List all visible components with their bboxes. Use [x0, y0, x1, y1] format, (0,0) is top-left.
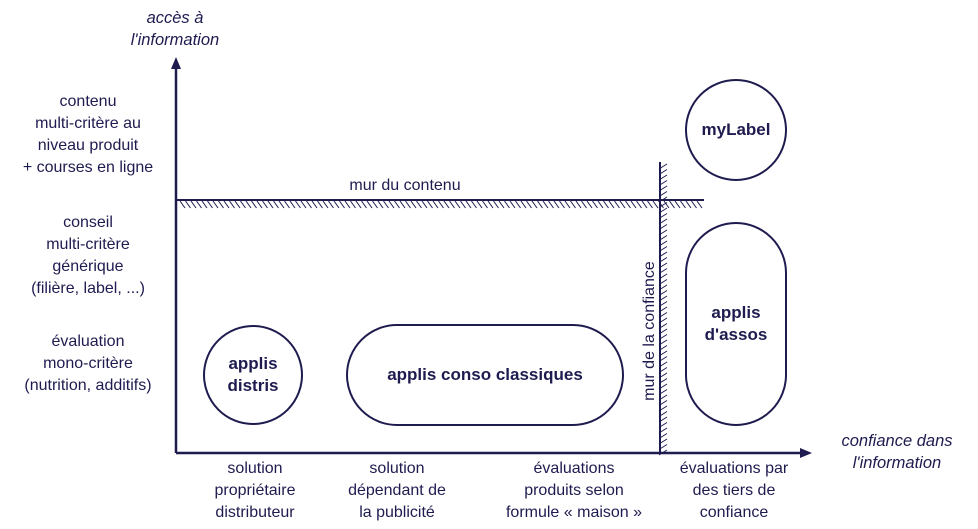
bubble-applis-distris: applis distris — [203, 325, 303, 425]
y-level-advice: conseil multi-critère générique (filière… — [31, 214, 145, 297]
x-level-retailer: solution propriétaire distributeur — [214, 460, 296, 521]
content-wall — [176, 199, 704, 209]
x-level-third-party: évaluations par des tiers de confiance — [679, 460, 789, 521]
y-axis-title: accès à l'information — [130, 9, 220, 49]
x-level-in-house: évaluations produits selon formule « mai… — [505, 460, 643, 521]
trust-wall — [658, 162, 668, 456]
x-axis-arrowhead — [800, 448, 812, 458]
trust-wall-label: mur de la confiance — [641, 261, 658, 401]
x-axis-title: confiance dans l'information — [841, 432, 953, 472]
content-wall-label: mur du contenu — [349, 177, 461, 194]
y-level-content: contenu multi-critère au niveau produit … — [22, 93, 154, 176]
y-level-evaluation: évaluation mono-critère (nutrition, addi… — [24, 333, 152, 394]
bubble-mylabel: myLabel — [685, 79, 787, 181]
bubble-applis-assos: applis d'assos — [685, 222, 787, 426]
bubble-applis-conso-classiques: applis conso classiques — [346, 324, 624, 426]
y-axis-arrowhead — [171, 57, 181, 69]
x-level-advertising: solution dépendant de la publicité — [348, 460, 446, 521]
